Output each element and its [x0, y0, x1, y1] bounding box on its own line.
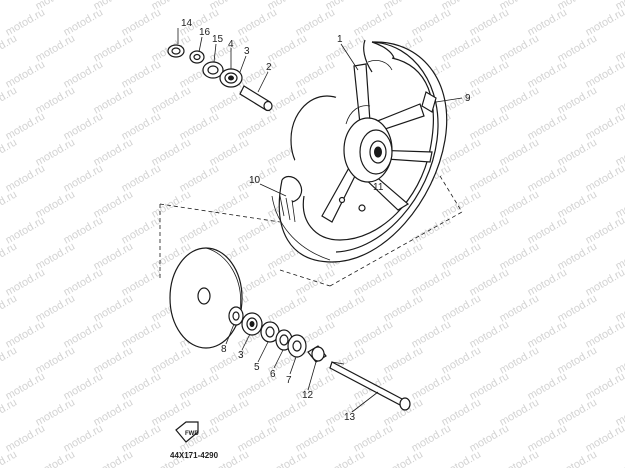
callout-labels: 14 16 15 4 3 2 1 9 10 11 8 3 5 6 7 12 13	[181, 18, 471, 423]
callout-6: 6	[270, 369, 276, 380]
callout-3-upper: 3	[244, 46, 250, 57]
watermark-text: motod.ru	[34, 448, 78, 468]
part-7-seal	[287, 334, 307, 358]
watermark-text: motod.ru	[0, 448, 19, 468]
callout-10: 10	[249, 175, 261, 186]
callout-16: 16	[199, 27, 211, 38]
leader-lines	[177, 28, 463, 413]
forward-arrow-label: FWD	[185, 431, 199, 437]
callout-2: 2	[266, 62, 272, 73]
callout-3-lower: 3	[238, 350, 244, 361]
front-brake-disc	[169, 247, 243, 349]
part-13-wheel-axle	[329, 361, 411, 411]
callout-13: 13	[344, 412, 356, 423]
watermark-text: motod.ru	[0, 344, 19, 376]
watermark-text: motod.ru	[0, 396, 19, 428]
watermark-text: motod.ru	[0, 84, 19, 116]
watermark-text: motod.ru	[382, 448, 426, 468]
watermark-text: motod.ru	[266, 448, 310, 468]
callout-9: 9	[465, 93, 471, 104]
callout-14: 14	[181, 18, 193, 29]
part-14-bolt	[167, 44, 185, 58]
part-code: 44X171-4290	[170, 451, 219, 460]
part-9-valve	[421, 91, 437, 113]
part-16-collar	[189, 50, 205, 64]
watermark-text: motod.ru	[92, 448, 136, 468]
callout-1: 1	[337, 34, 343, 45]
watermark-text: motod.ru	[0, 292, 19, 324]
callout-8: 8	[221, 344, 227, 355]
watermark-text: motod.ru	[614, 448, 625, 468]
callout-4: 4	[228, 39, 234, 50]
watermark-text: motod.ru	[324, 448, 368, 468]
rear-wheel-rim	[271, 39, 448, 263]
watermark-text: motod.ru	[0, 136, 19, 168]
part-3-bearing	[241, 312, 263, 336]
watermark-text: motod.ru	[0, 0, 19, 13]
callout-7: 7	[286, 375, 292, 386]
callout-15: 15	[212, 34, 224, 45]
watermark-text: motod.ru	[440, 448, 484, 468]
part-4-oil-seal	[219, 68, 243, 88]
reference-box	[159, 175, 463, 287]
watermark-text: motod.ru	[556, 448, 600, 468]
watermark-text: motod.ru	[0, 32, 19, 64]
part-2-spacer-tube	[239, 85, 273, 112]
callout-12: 12	[302, 390, 314, 401]
callout-11: 11	[373, 182, 384, 193]
watermark-text: motod.ru	[614, 0, 625, 13]
watermark-text: motod.ru	[0, 240, 19, 272]
part-15-spacer	[202, 61, 224, 79]
watermark-text: motod.ru	[498, 448, 542, 468]
callout-5: 5	[254, 362, 260, 373]
watermark-text: motod.ru	[0, 188, 19, 220]
part-8-spacer	[228, 306, 244, 326]
forward-arrow-icon: FWD	[175, 421, 199, 443]
part-12-collar	[307, 345, 327, 363]
